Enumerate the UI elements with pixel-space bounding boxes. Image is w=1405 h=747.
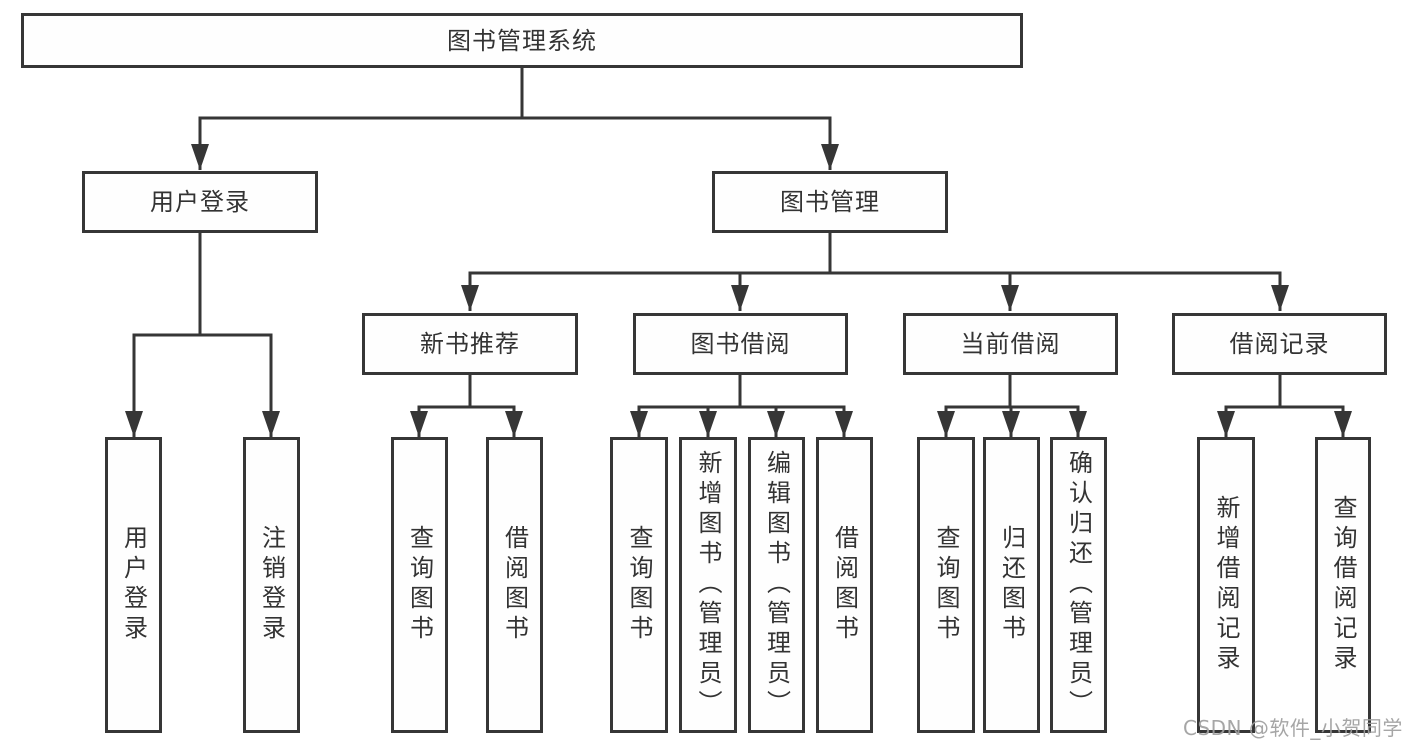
- tree-edges: [132, 68, 1345, 437]
- arrowhead: [1271, 285, 1289, 311]
- leaf-logout: 注销登录: [243, 437, 300, 733]
- arrowhead: [1069, 411, 1087, 437]
- node-label: 编辑图书（管理员）: [762, 450, 791, 720]
- leaf-borrow-books-recommend: 借阅图书: [486, 437, 543, 733]
- node-book-borrowing: 图书借阅: [633, 313, 848, 375]
- node-label: 新增图书（管理员）: [694, 450, 722, 720]
- arrowhead: [630, 411, 648, 437]
- arrowhead: [937, 411, 955, 437]
- leaf-user-login: 用户登录: [105, 437, 162, 733]
- node-book-management: 图书管理: [712, 171, 948, 233]
- node-label: 确认归还（管理员）: [1064, 450, 1093, 720]
- leaf-add-borrow-record: 新增借阅记录: [1197, 437, 1255, 733]
- leaf-query-books-borrow: 查询图书: [610, 437, 668, 733]
- arrowhead: [821, 144, 839, 170]
- arrowhead: [1334, 411, 1352, 437]
- arrowhead: [505, 411, 523, 437]
- node-current-borrowing: 当前借阅: [903, 313, 1118, 375]
- node-label: 图书管理系统: [447, 26, 597, 55]
- leaf-return-books: 归还图书: [983, 437, 1040, 733]
- arrowhead: [731, 285, 749, 311]
- leaf-query-books-recommend: 查询图书: [391, 437, 448, 733]
- arrowhead: [767, 411, 785, 437]
- node-label: 新增借阅记录: [1212, 495, 1240, 675]
- node-label: 借阅图书: [500, 525, 529, 645]
- arrowhead: [410, 411, 428, 437]
- arrowhead: [191, 144, 209, 170]
- node-label: 归还图书: [997, 525, 1026, 645]
- node-root-library-system: 图书管理系统: [21, 13, 1023, 68]
- node-label: 用户登录: [119, 525, 148, 645]
- leaf-query-books-current: 查询图书: [917, 437, 975, 733]
- node-label: 查询借阅记录: [1329, 495, 1357, 675]
- arrowhead: [461, 285, 479, 311]
- node-new-book-recommendation: 新书推荐: [362, 313, 578, 375]
- node-borrowing-records: 借阅记录: [1172, 313, 1387, 375]
- arrowhead: [1001, 285, 1019, 311]
- node-label: 查询图书: [625, 525, 653, 645]
- arrowhead: [835, 411, 853, 437]
- node-user-login: 用户登录: [82, 171, 318, 233]
- node-label: 用户登录: [150, 188, 250, 216]
- node-label: 注销登录: [257, 525, 286, 645]
- arrowheads: [125, 144, 1352, 437]
- leaf-borrow-books: 借阅图书: [816, 437, 873, 733]
- node-label: 查询图书: [405, 525, 434, 645]
- node-label: 新书推荐: [420, 330, 520, 358]
- node-label: 借阅图书: [830, 525, 859, 645]
- leaf-query-borrow-record: 查询借阅记录: [1315, 437, 1371, 733]
- arrowhead: [1217, 411, 1235, 437]
- arrowhead: [1002, 411, 1020, 437]
- arrowhead: [262, 411, 280, 437]
- leaf-edit-books-admin: 编辑图书（管理员）: [748, 437, 805, 733]
- node-label: 查询图书: [932, 525, 960, 645]
- node-label: 借阅记录: [1229, 330, 1330, 358]
- csdn-watermark: CSDN @软件_小贺同学: [1183, 716, 1403, 740]
- leaf-confirm-return-admin: 确认归还（管理员）: [1050, 437, 1107, 733]
- leaf-add-books-admin: 新增图书（管理员）: [679, 437, 737, 733]
- node-label: 图书借阅: [690, 330, 791, 358]
- node-label: 当前借阅: [960, 330, 1061, 358]
- node-label: 图书管理: [780, 188, 880, 216]
- arrowhead: [699, 411, 717, 437]
- arrowhead: [125, 411, 143, 437]
